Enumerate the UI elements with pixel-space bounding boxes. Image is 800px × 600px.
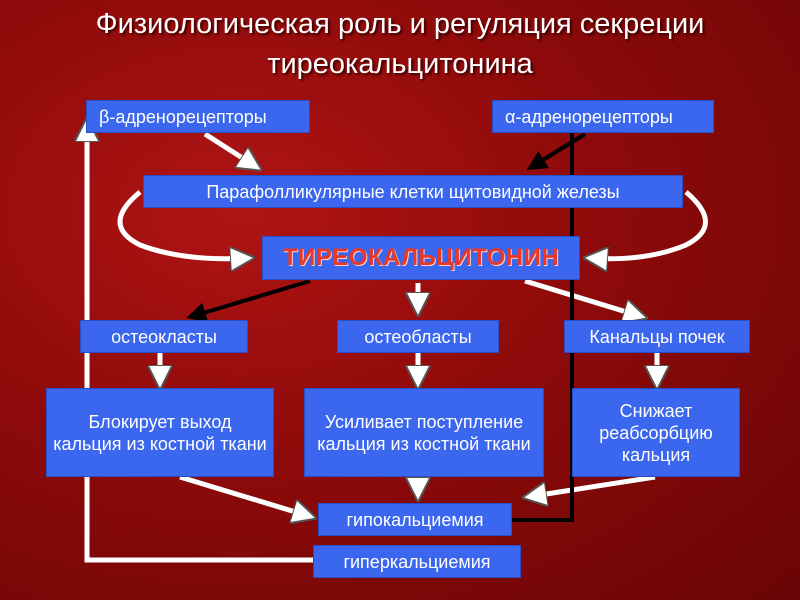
node-enhance-calcium-uptake-label: Усиливает поступление кальция из костной…: [317, 411, 531, 454]
page-title: Физиологическая роль и регуляция секреци…: [0, 4, 800, 84]
arrow-cells-curve-right: [588, 190, 708, 259]
arrow-tkt-to-osteoclasts: [186, 279, 311, 322]
node-block-calcium-release: Блокирует выход кальция из костной ткани: [46, 388, 274, 477]
node-alpha-receptors: α-адренорецепторы: [492, 100, 714, 133]
node-osteoblasts-label: остеобласты: [364, 326, 472, 347]
node-kidney-tubules: Канальцы почек: [564, 320, 750, 353]
node-thyrocalcitonin: ТИРЕОКАЛЬЦИТОНИН: [262, 236, 580, 280]
node-thyrocalcitonin-label: ТИРЕОКАЛЬЦИТОНИН: [282, 244, 560, 271]
title-line-1: Физиологическая роль и регуляция секреци…: [95, 8, 705, 40]
node-osteoclasts-label: остеокласты: [111, 326, 217, 347]
arrow-alpha-to-cells: [526, 132, 587, 171]
node-beta-receptors: β-адренорецепторы: [86, 100, 310, 133]
arrow-beta-to-cells: [203, 131, 258, 168]
node-hypocalcemia-label: гипокальциемия: [346, 509, 484, 530]
node-reduce-reabsorption-label: Снижает реабсорбцию кальция: [599, 400, 713, 465]
node-enhance-calcium-uptake: Усиливает поступление кальция из костной…: [304, 388, 544, 477]
arrow-reduce-to-hypo: [527, 474, 656, 497]
node-alpha-receptors-label: α-адренорецепторы: [505, 106, 673, 127]
node-parafollicular-cells-label: Парафолликулярные клетки щитовидной желе…: [206, 181, 620, 202]
node-beta-receptors-label: β-адренорецепторы: [99, 106, 267, 127]
node-parafollicular-cells: Парафолликулярные клетки щитовидной желе…: [143, 175, 683, 208]
node-kidney-tubules-label: Канальцы почек: [589, 326, 725, 347]
arrow-tkt-to-tubules: [524, 278, 643, 317]
node-hypercalcemia: гиперкальциемия: [313, 545, 521, 578]
node-block-calcium-release-label: Блокирует выход кальция из костной ткани: [53, 411, 267, 454]
node-hypercalcemia-label: гиперкальциемия: [343, 551, 491, 572]
node-osteoclasts: остеокласты: [80, 320, 248, 353]
node-osteoblasts: остеобласты: [337, 320, 499, 353]
title-line-2: тиреокальцитонина: [267, 48, 533, 80]
node-hypocalcemia: гипокальциемия: [318, 503, 512, 536]
node-reduce-reabsorption: Снижает реабсорбцию кальция: [572, 388, 740, 477]
arrow-cells-curve-left: [117, 190, 250, 259]
arrow-block-to-hypo: [179, 474, 312, 517]
feedback-hyper-to-beta: [87, 122, 315, 563]
